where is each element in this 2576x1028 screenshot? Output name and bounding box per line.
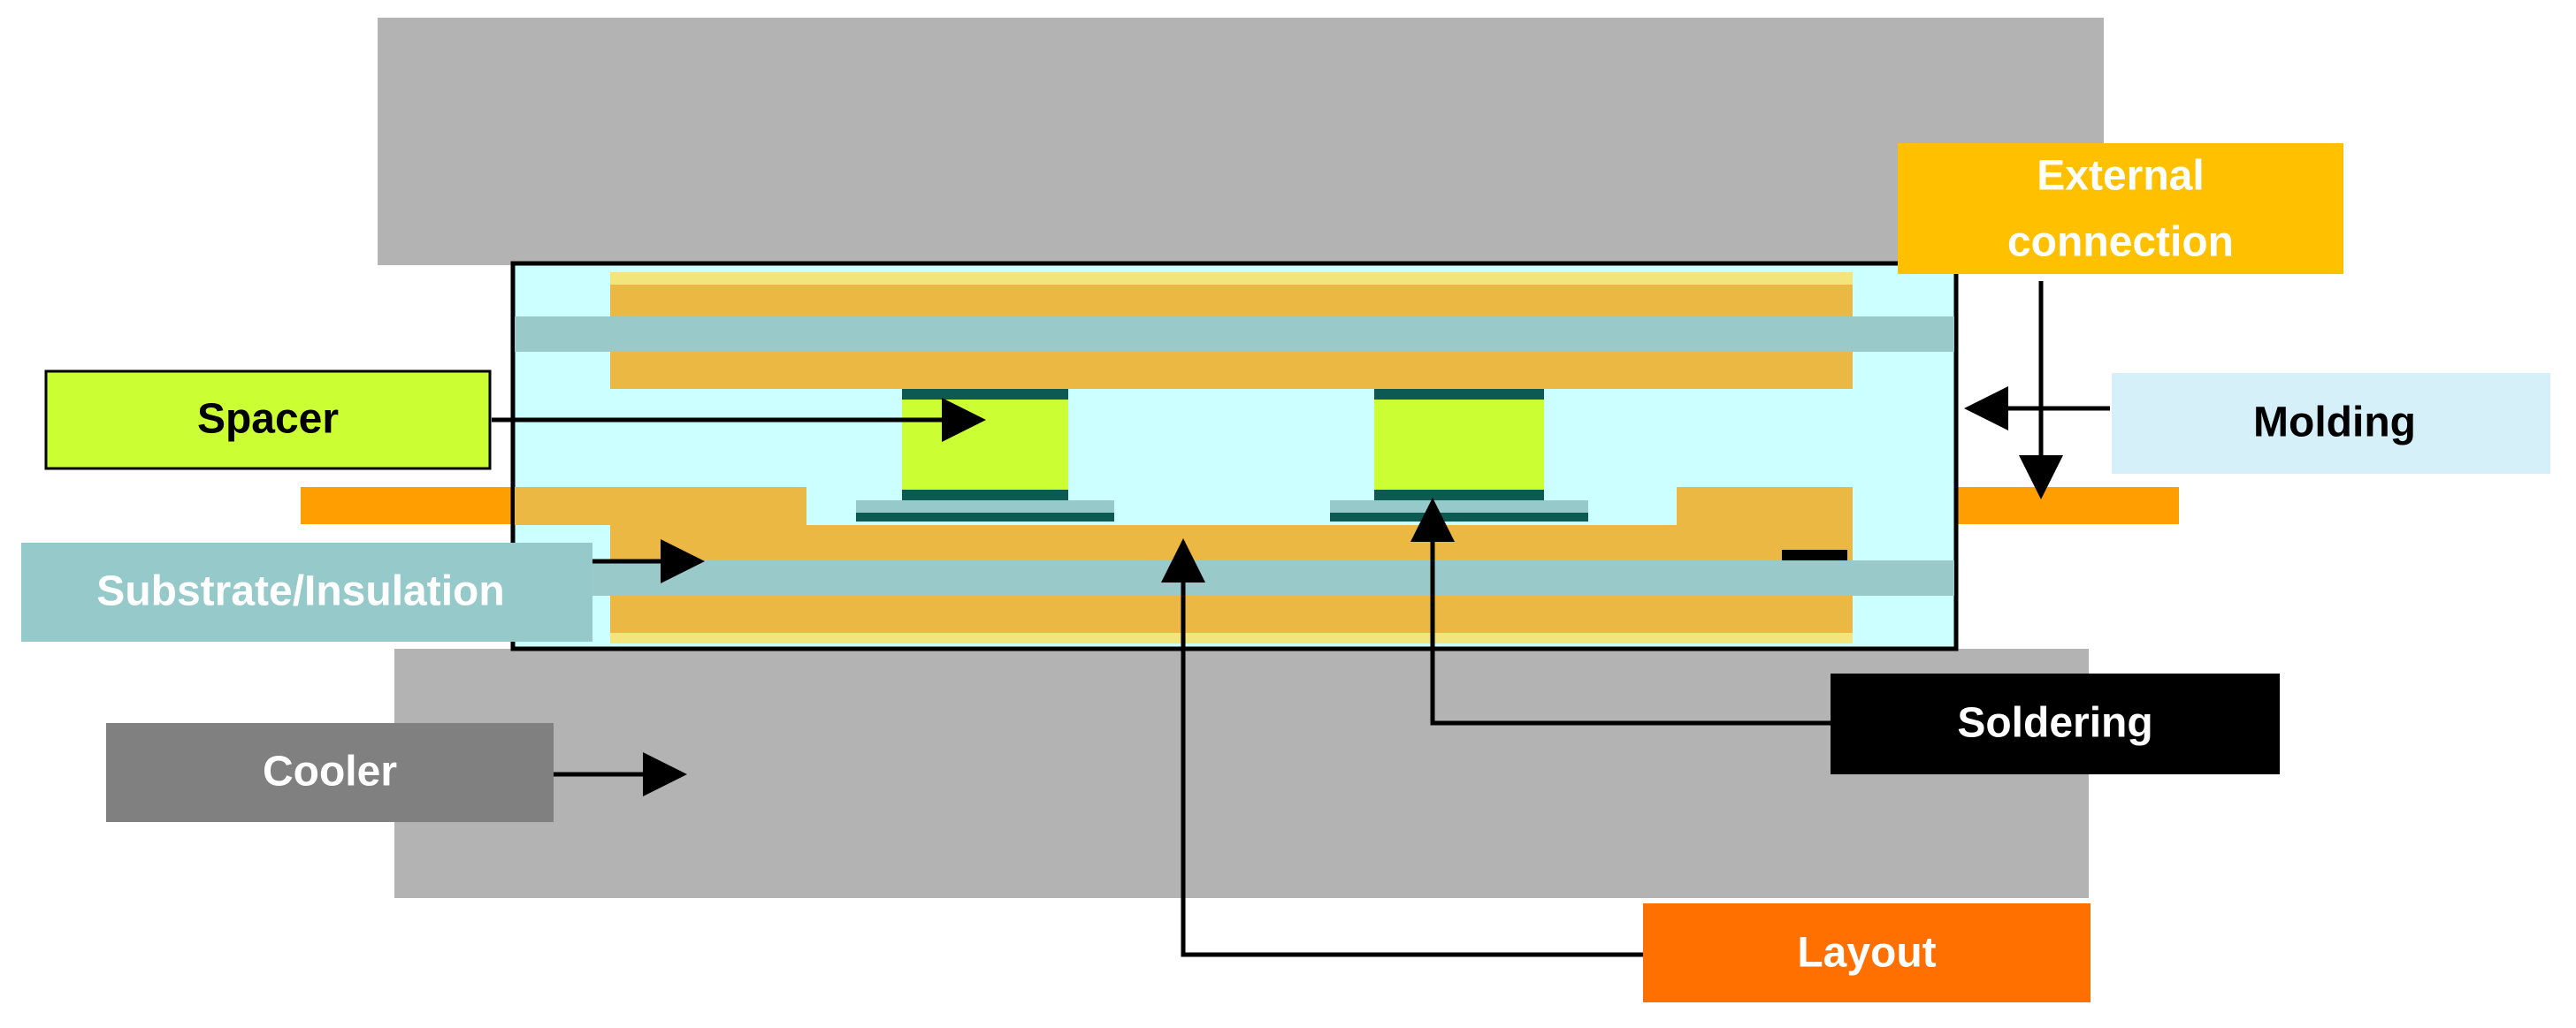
solder-pad-left-base [856,513,1114,522]
label-soldering: Soldering [1831,674,2280,774]
label-external-connection: External connection [1898,143,2343,274]
top-layout-lower [610,352,1853,389]
label-layout: Layout [1643,903,2091,1002]
bottom-substrate [515,560,1954,596]
arrow-soldering [1410,498,1831,726]
label-external-box [1898,143,2343,274]
label-soldering-box [1831,674,2280,774]
arrow-layout [1161,538,1643,957]
bottom-layout-lower [610,596,1853,633]
lead-frame-right [1956,487,2179,524]
top-substrate [515,316,1954,352]
spacer-right-cap-bottom [1374,490,1544,500]
label-spacer: Spacer [44,369,492,470]
label-substrate-box [21,543,592,642]
spacer-right [1374,400,1544,490]
label-soldering-text: Soldering [1957,700,2152,747]
label-substrate-insulation: Substrate/Insulation [21,543,592,642]
spacer-left [902,400,1068,490]
solder-pad-left [856,500,1114,513]
spacer-left-cap-bottom [902,490,1068,500]
label-layout-text: Layout [1797,930,1936,977]
label-cooler-box [106,723,554,822]
label-layout-box [1643,903,2091,1002]
label-spacer-text: Spacer [197,396,339,443]
top-cooler-block [378,18,2104,265]
bottom-layout-upper [515,487,1853,560]
label-cooler-text: Cooler [263,749,397,796]
top-layout-upper-edge [610,272,1853,285]
label-external-text-line1: External [2037,153,2204,200]
spacer-left-cap-top [902,389,1068,400]
spacer-right-cap-top [1374,389,1544,400]
label-cooler: Cooler [106,723,554,822]
solder-pad-right [1330,500,1588,513]
bottom-layout-lower-edge [610,633,1853,643]
label-spacer-box [44,369,492,470]
lead-frame-left [301,487,513,524]
top-layout-upper [610,285,1853,316]
label-molding: Molding [2112,373,2550,474]
label-molding-text: Molding [2253,400,2416,446]
label-molding-box [2112,373,2550,474]
label-substrate-text: Substrate/Insulation [96,568,504,615]
small-black-mark [1782,550,1847,560]
label-external-text-line2: connection [2007,219,2234,266]
solder-pad-right-base [1330,513,1588,522]
